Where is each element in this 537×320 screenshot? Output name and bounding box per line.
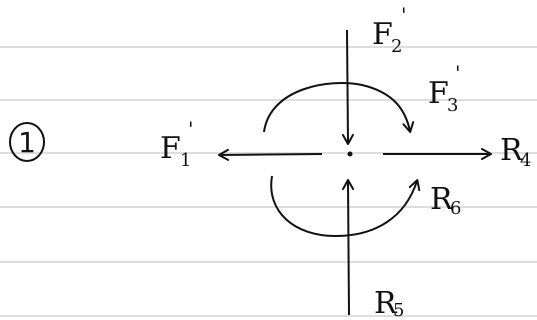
label-f1-subscript: 1 (180, 150, 191, 171)
label-f2: F 2 ' (372, 3, 407, 57)
label-r5-subscript: 5 (393, 300, 404, 320)
label-r6: R 6 (430, 182, 461, 219)
arrow-f2 (341, 29, 354, 145)
label-f3: F 3 ' (428, 61, 461, 116)
label-r4-subscript: 4 (520, 150, 531, 171)
label-r5-letter: R (374, 286, 398, 320)
circled-number-marker: 1 (9, 122, 45, 162)
center-point (347, 151, 353, 157)
label-f2-subscript: 2 (391, 36, 402, 57)
label-f3-letter: F (428, 76, 449, 111)
arrow-f1 (218, 148, 323, 161)
label-f2-letter: F (372, 17, 393, 52)
label-f2-prime: ' (401, 3, 407, 27)
label-r4-letter: R (500, 133, 524, 168)
label-r4: R 4 (500, 133, 531, 171)
label-f1-letter: F (160, 131, 181, 166)
label-f3-prime: ' (455, 61, 461, 85)
ruled-lines (0, 46, 537, 317)
moment-arrow-r6 (270, 175, 421, 238)
label-f1-prime: ' (188, 117, 194, 141)
label-r6-letter: R (430, 182, 454, 217)
label-r6-subscript: 6 (450, 198, 461, 219)
label-f3-subscript: 3 (447, 95, 458, 116)
marker-circle (9, 122, 45, 162)
label-r5: R 5 (374, 286, 404, 320)
arrow-r5 (342, 179, 355, 316)
label-f1: F 1 ' (160, 117, 194, 171)
moment-arrow-f3 (263, 81, 415, 133)
marker-number: 1 (18, 126, 36, 159)
